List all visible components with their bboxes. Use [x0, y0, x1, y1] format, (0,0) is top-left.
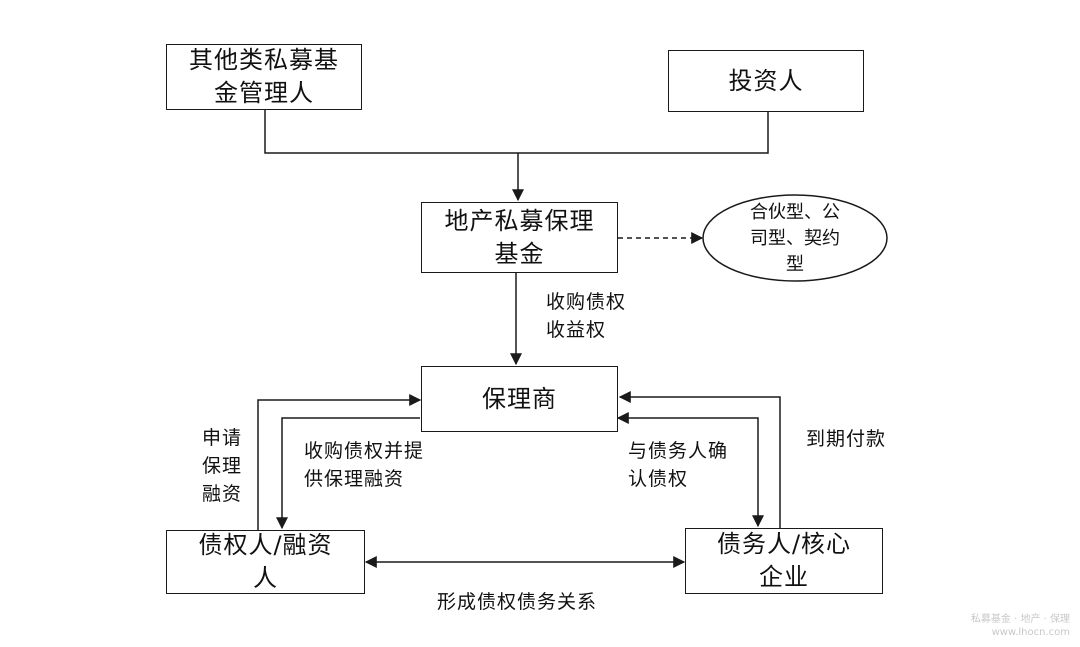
real-estate-factoring-fund-box: 地产私募保理 基金 [421, 202, 618, 273]
manager-line-1: 其他类私募基 [189, 46, 339, 74]
apply-line-2: 保理 [202, 455, 243, 477]
creditor-financier-box: 债权人/融资 人 [166, 530, 365, 594]
fund-type-text: 合伙型、公 司型、契约 型 [725, 200, 865, 278]
pay-text: 到期付款 [806, 428, 887, 450]
fund-line-2: 基金 [494, 239, 545, 268]
apply-line-1: 申请 [202, 427, 243, 449]
manager-connector [264, 110, 518, 154]
relation-text: 形成债权债务关系 [437, 591, 598, 613]
fund-type-ellipse [702, 194, 888, 282]
watermark: 私募基金 · 地产 · 保理 www.lhocn.com [971, 613, 1070, 639]
investor-label: 投资人 [728, 66, 804, 95]
purchase-provide-label: 收购债权并提 供保理融资 [304, 437, 424, 493]
purchase-income-line-1: 收购债权 [546, 291, 627, 313]
factor-label: 保理商 [482, 384, 557, 413]
watermark-line-2: www.lhocn.com [991, 627, 1070, 638]
fund-type-line-3: 型 [786, 254, 804, 275]
investor-box: 投资人 [668, 50, 864, 112]
apply-line-3: 融资 [202, 483, 243, 505]
creditor-line-1: 债权人/融资 [198, 531, 333, 559]
apply-arrow [257, 394, 422, 530]
purchase-income-line-2: 收益权 [546, 319, 607, 341]
creditor-line-2: 人 [253, 564, 278, 592]
purchase-provide-line-2: 供保理融资 [304, 468, 405, 490]
confirm-line-1: 与债务人确 [628, 440, 729, 462]
confirm-line-2: 认债权 [628, 468, 689, 490]
fund-line-1: 地产私募保理 [444, 206, 595, 235]
fund-type-line-1: 合伙型、公 [750, 202, 840, 223]
purchase-provide-arrow [276, 417, 420, 530]
purchase-income-label: 收购债权 收益权 [546, 288, 626, 344]
debtor-core-enterprise-box: 债务人/核心 企业 [685, 528, 883, 594]
confirm-label: 与债务人确 认债权 [628, 437, 728, 493]
investor-connector [518, 112, 769, 154]
confirm-arrow [616, 412, 764, 528]
factor-box: 保理商 [421, 366, 618, 432]
debtor-line-1: 债务人/核心 [716, 530, 852, 558]
pay-label: 到期付款 [806, 425, 886, 453]
relation-label: 形成债权债务关系 [437, 588, 597, 616]
private-fund-manager-box: 其他类私募基 金管理人 [166, 44, 362, 110]
debtor-line-2: 企业 [759, 563, 809, 591]
apply-label: 申请 保理 融资 [202, 424, 242, 508]
watermark-line-1: 私募基金 · 地产 · 保理 [970, 614, 1070, 625]
purchase-provide-line-1: 收购债权并提 [304, 440, 425, 462]
fund-type-line-2: 司型、契约 [750, 228, 840, 249]
manager-line-2: 金管理人 [214, 79, 314, 107]
pay-arrow [618, 391, 781, 528]
